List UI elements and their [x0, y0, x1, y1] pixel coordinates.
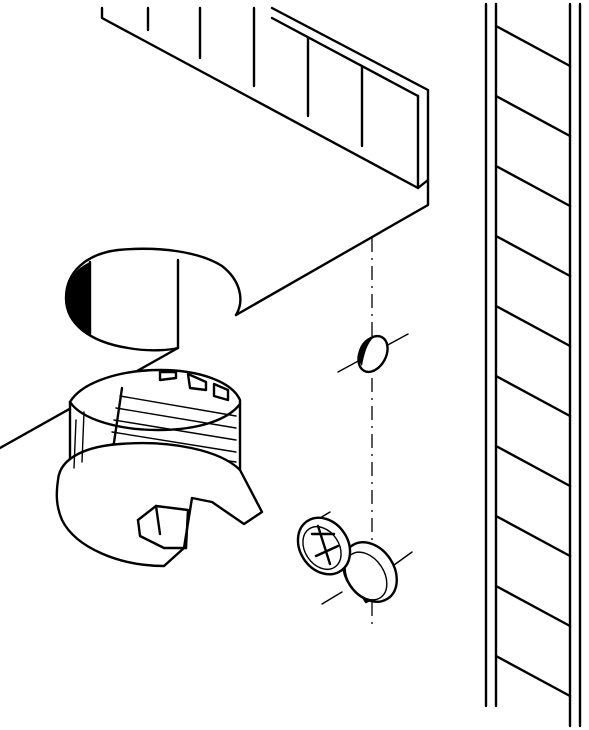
panel-bore-hole [64, 247, 242, 352]
panel-top-edge-slats [100, 6, 430, 190]
cam-lock-housing [55, 368, 264, 568]
bore-shadow [65, 262, 90, 334]
side-panel-slats [484, 2, 582, 728]
connecting-bolt [296, 511, 413, 605]
phillips-cross-icon [310, 524, 340, 566]
dowel-bore [337, 333, 409, 374]
